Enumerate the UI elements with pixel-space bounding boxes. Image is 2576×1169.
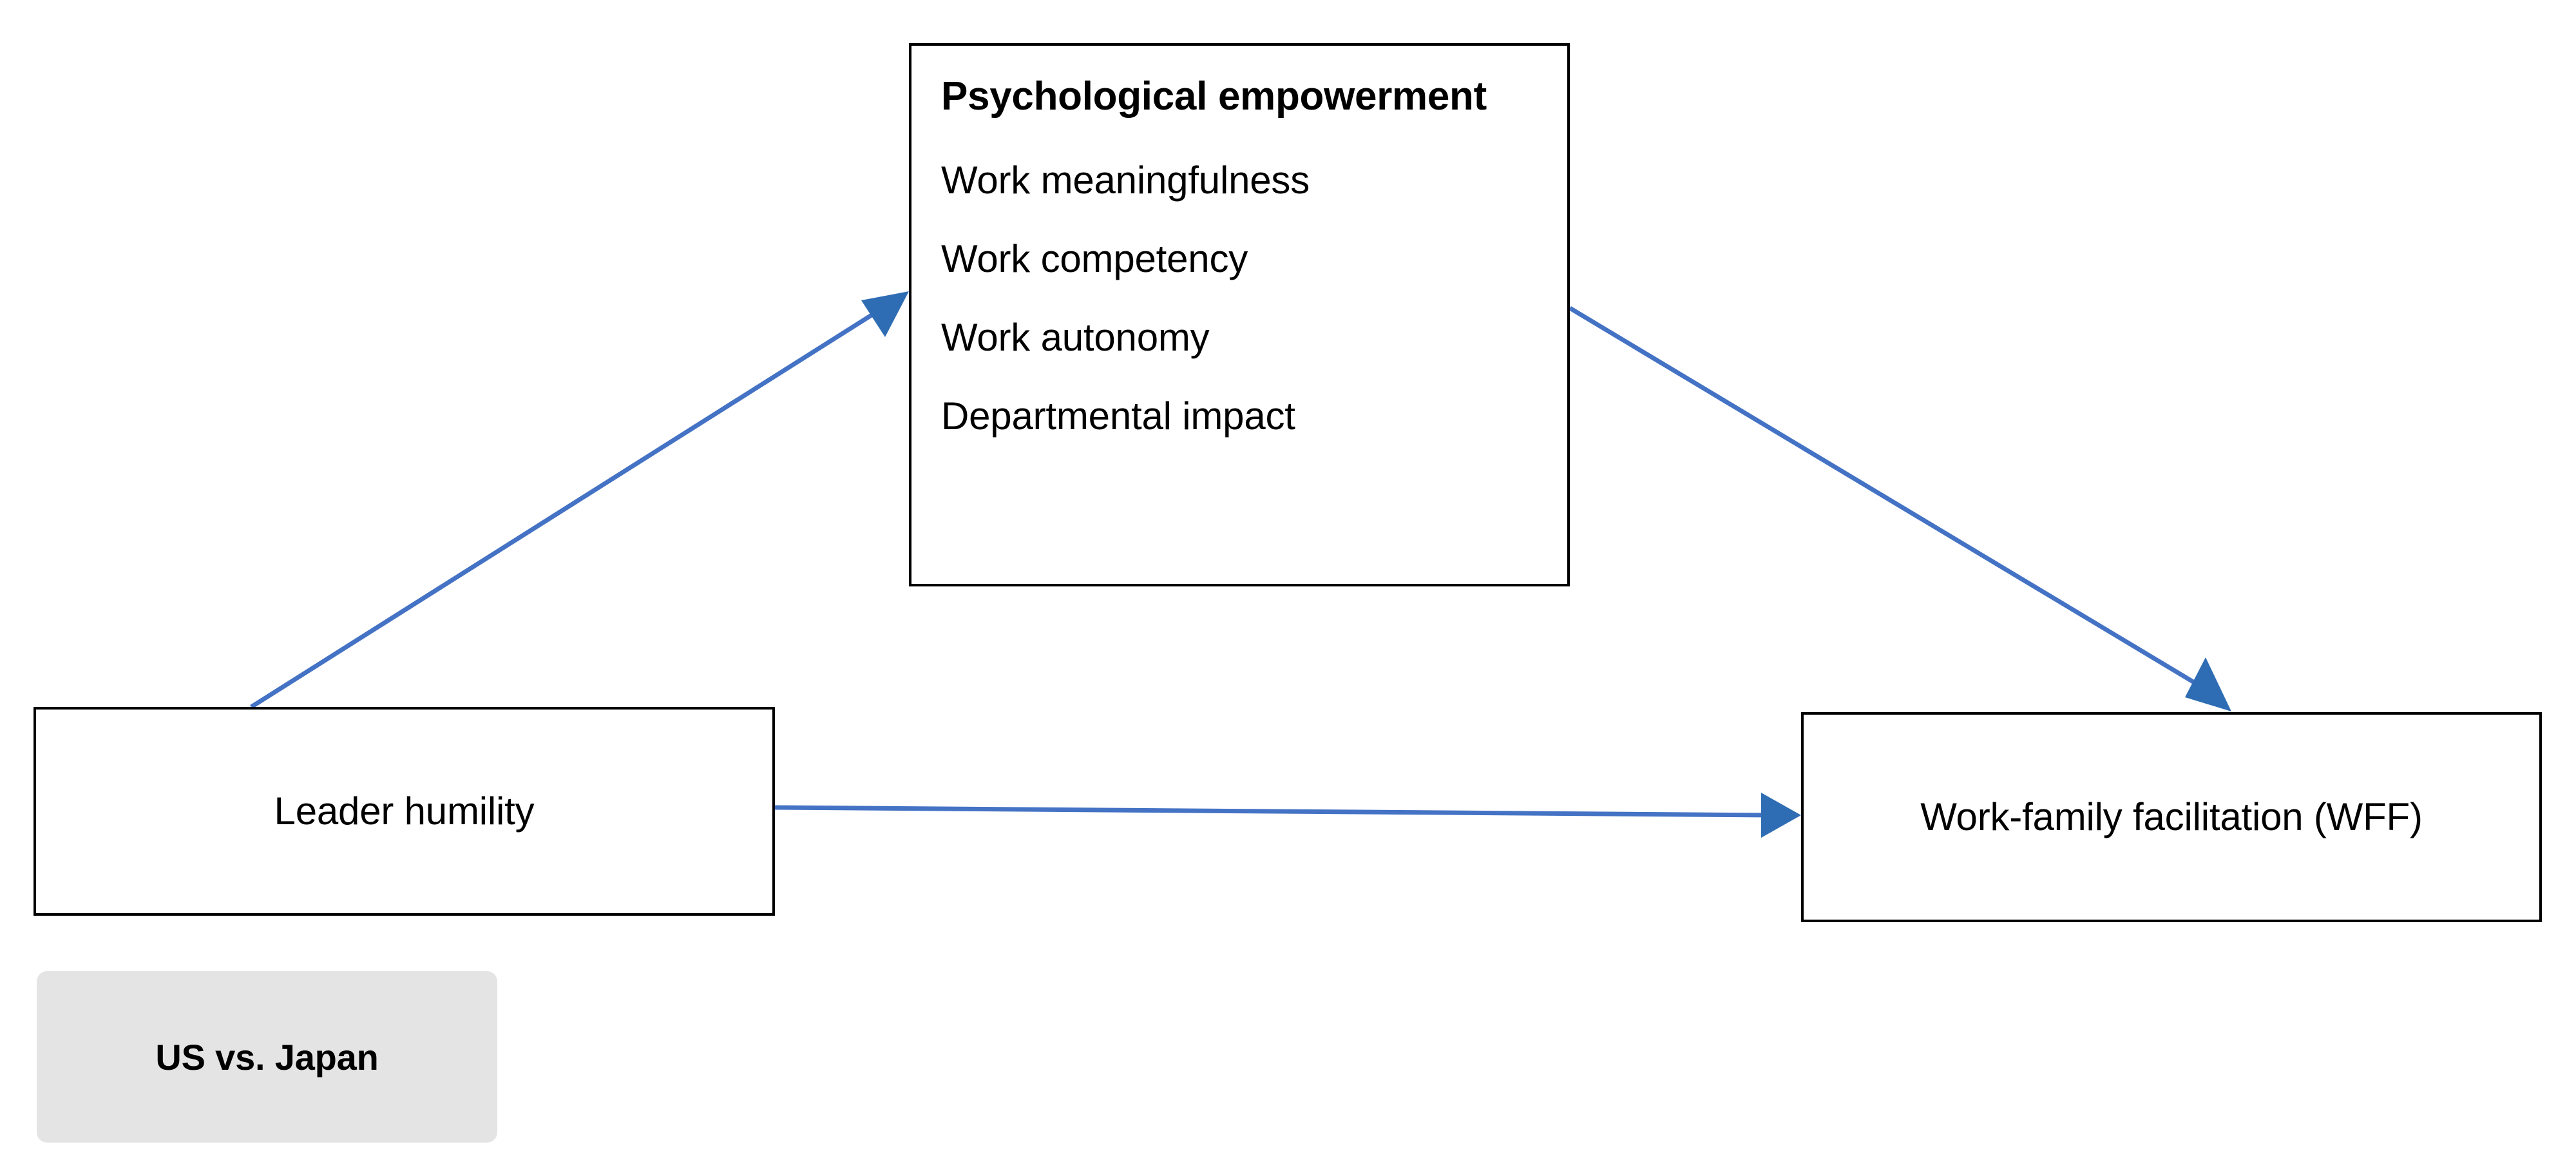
edge-leader-to-empowerment-icon [250,291,909,709]
node-moderator-us-vs-japan[interactable]: US vs. Japan [37,971,497,1143]
list-item: Work autonomy [941,316,1210,360]
list-item: Work competency [941,237,1248,281]
psychological-empowerment-dimension-list: Work meaningfulness Work competency Work… [941,161,1310,436]
psychological-empowerment-title: Psychological empowerment [941,74,1487,119]
edge-leader-to-wff-icon [774,793,1801,838]
edge-empowerment-to-wff-icon [1569,305,2231,711]
list-item: Departmental impact [941,394,1295,438]
list-item: Work meaningfulness [941,159,1310,202]
leader-humility-label: Leader humility [274,789,535,833]
node-work-family-facilitation[interactable]: Work-family facilitation (WFF) [1801,712,2542,922]
work-family-facilitation-label: Work-family facilitation (WFF) [1920,795,2423,838]
moderator-label: US vs. Japan [155,1036,379,1077]
node-psychological-empowerment[interactable]: Psychological empowerment Work meaningfu… [909,43,1570,586]
node-leader-humility[interactable]: Leader humility [33,707,775,916]
